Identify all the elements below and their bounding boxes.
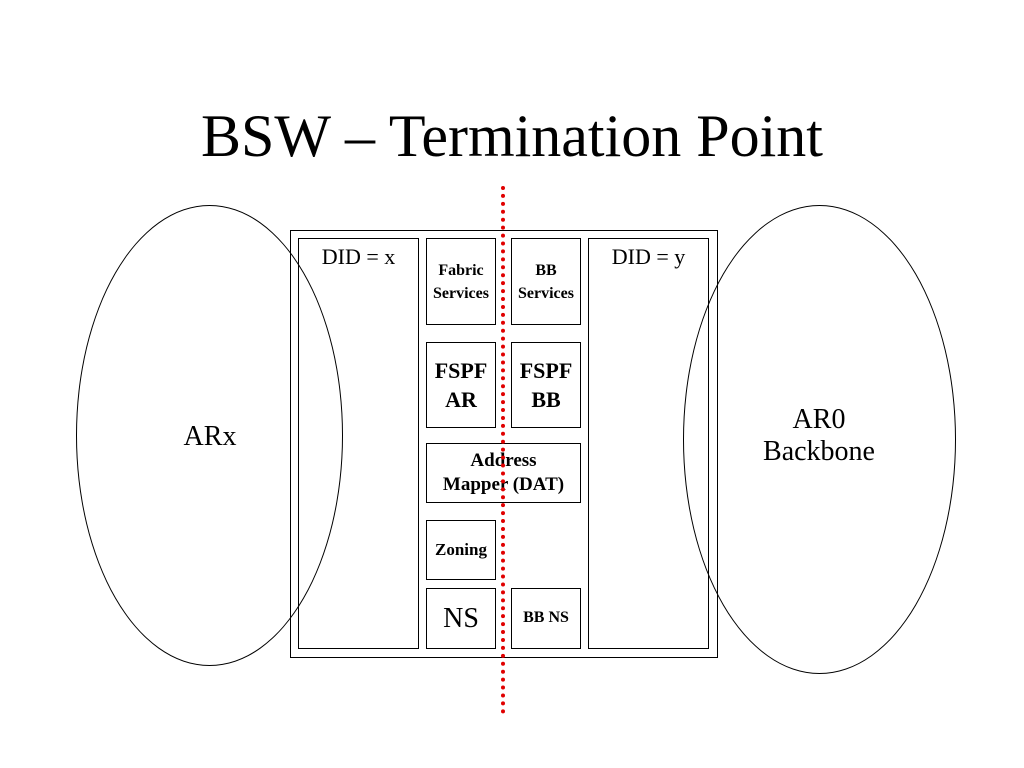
termination-divider-line	[501, 186, 505, 714]
left-domain-label: DID = x	[321, 244, 396, 269]
zoning-box	[426, 520, 496, 580]
fspf-ar-box	[426, 342, 496, 428]
bb-ns-box	[511, 588, 581, 649]
slide-title: BSW – Termination Point	[201, 103, 823, 169]
ar0-backbone-ellipse	[683, 205, 956, 674]
fspf-bb-label: FSPF BB	[519, 358, 573, 412]
zoning-label: Zoning	[435, 540, 487, 559]
fabric-services-box	[426, 238, 496, 325]
ns-label: NS	[443, 603, 479, 634]
fabric-services-label: Fabric Services	[433, 262, 489, 302]
arx-ellipse	[76, 205, 343, 666]
fspf-bb-box	[511, 342, 581, 428]
ns-box	[426, 588, 496, 649]
bb-services-label: BB Services	[518, 262, 574, 302]
bb-ns-label: BB NS	[523, 609, 569, 626]
arx-label: ARx	[183, 421, 237, 452]
ar0-backbone-label: AR0 Backbone	[763, 404, 875, 467]
fspf-ar-label: FSPF AR	[434, 358, 488, 412]
bb-services-box	[511, 238, 581, 325]
right-domain-label: DID = y	[611, 244, 686, 269]
